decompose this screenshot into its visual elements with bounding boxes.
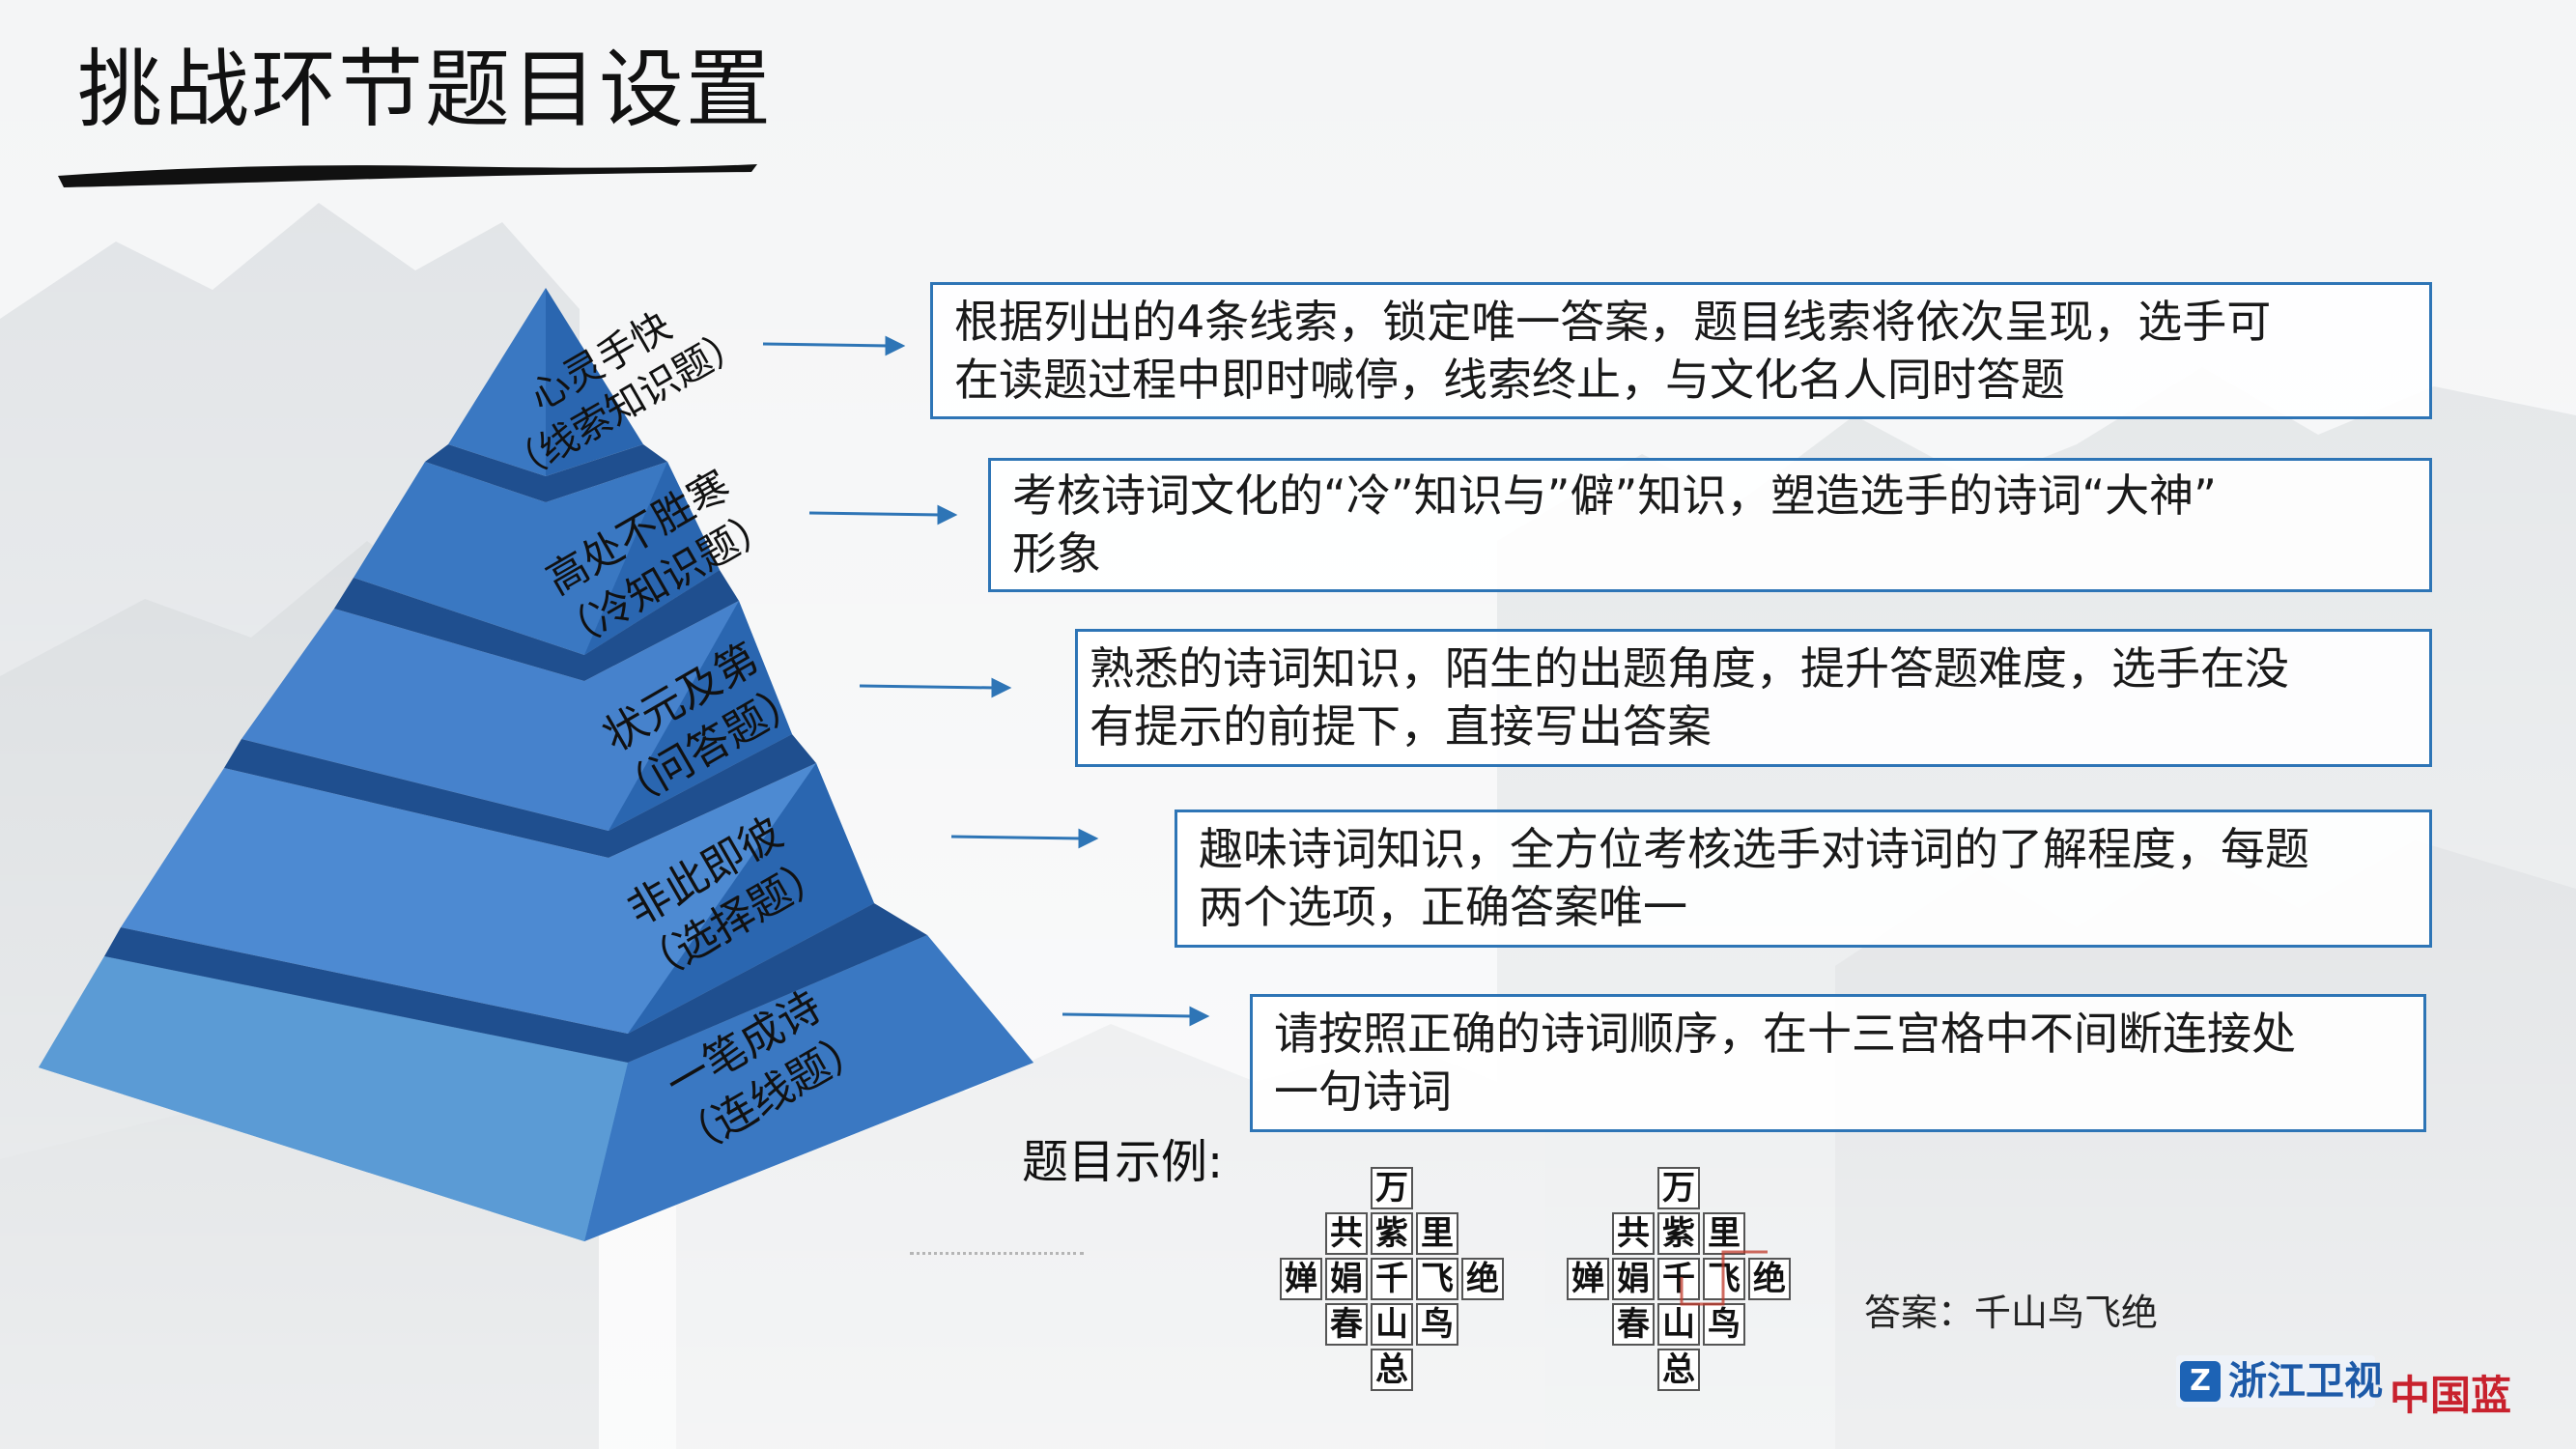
zhejiang-tv-mark-icon: Z — [2180, 1361, 2221, 1402]
grid-cell: 千 — [1657, 1258, 1700, 1300]
description-1-line-2: 在读题过程中即时喊停，线索终止，与文化名人同时答题 — [954, 354, 2065, 406]
solution-path — [1680, 1250, 1768, 1306]
example-label: 题目示例: — [1022, 1135, 1224, 1189]
grid-cell: 娟 — [1612, 1258, 1655, 1300]
description-3-line-1: 熟悉的诗词知识，陌生的出题角度，提升答题难度，选手在没 — [1090, 642, 2289, 695]
grid-cell: 绝 — [1461, 1258, 1504, 1300]
grid-cell: 娟 — [1325, 1258, 1368, 1300]
tier-5-right — [584, 935, 1033, 1241]
grid-cell: 山 — [1657, 1303, 1700, 1346]
description-box-4: 趣味诗词知识，全方位考核选手对诗词的了解程度，每题 两个选项，正确答案唯一 — [1175, 810, 2432, 948]
grid-cell: 鸟 — [1416, 1303, 1458, 1346]
description-1-line-1: 根据列出的4条线索，锁定唯一答案，题目线索将依次呈现，选手可 — [954, 296, 2272, 348]
grid-cell: 飞 — [1416, 1258, 1458, 1300]
zhejiang-tv-text: 浙江卫视 — [2228, 1359, 2383, 1404]
grid-cell: 共 — [1325, 1212, 1368, 1255]
arrow-3 — [859, 684, 996, 690]
tier-3-right — [609, 601, 792, 831]
page-title: 挑战环节题目设置 — [77, 40, 774, 139]
grid-cell: 春 — [1612, 1303, 1655, 1346]
zhejiang-tv-logo: Z 浙江卫视 — [2176, 1355, 2383, 1407]
grid-cell: 万 — [1657, 1167, 1700, 1209]
grid-cell: 千 — [1371, 1258, 1413, 1300]
grid-cell: 紫 — [1371, 1212, 1413, 1255]
description-box-1: 根据列出的4条线索，锁定唯一答案，题目线索将依次呈现，选手可 在读题过程中即时喊… — [930, 282, 2432, 419]
grid-cell: 总 — [1657, 1349, 1700, 1391]
grid-cell: 共 — [1612, 1212, 1655, 1255]
description-2-line-1: 考核诗词文化的“冷”知识与”僻”知识，塑造选手的诗词“大神” — [1012, 469, 2217, 522]
china-blue-logo: 中国蓝 — [2390, 1372, 2512, 1419]
grid-cell: 山 — [1371, 1303, 1413, 1346]
description-box-3: 熟悉的诗词知识，陌生的出题角度，提升答题难度，选手在没 有提示的前提下，直接写出… — [1075, 629, 2432, 767]
grid-cell: 婵 — [1280, 1258, 1322, 1300]
description-box-5: 请按照正确的诗词顺序，在十三宫格中不间断连接处 一句诗词 — [1250, 994, 2426, 1132]
description-4-line-2: 两个选项，正确答案唯一 — [1199, 881, 1687, 933]
description-2-line-2: 形象 — [1012, 527, 1101, 580]
arrow-2 — [808, 511, 943, 517]
description-5-line-2: 一句诗词 — [1274, 1065, 1452, 1118]
tier-1-right — [546, 288, 643, 476]
grid-cell: 春 — [1325, 1303, 1368, 1346]
tier-4-right — [628, 763, 874, 1034]
arrow-5 — [1062, 1012, 1194, 1018]
dotted-line — [910, 1252, 1084, 1255]
grid-cell: 绝 — [1748, 1258, 1791, 1300]
description-box-2: 考核诗词文化的“冷”知识与”僻”知识，塑造选手的诗词“大神” 形象 — [988, 458, 2432, 592]
arrow-4 — [950, 835, 1083, 840]
brush-stroke-divider — [58, 164, 757, 187]
grid-cell: 紫 — [1657, 1212, 1700, 1255]
grid-cell: 里 — [1416, 1212, 1458, 1255]
description-5-line-1: 请按照正确的诗词顺序，在十三宫格中不间断连接处 — [1274, 1008, 2296, 1060]
pyramid-diagram — [39, 288, 1033, 1241]
grid-cell: 婵 — [1567, 1258, 1609, 1300]
grid-cell: 万 — [1371, 1167, 1413, 1209]
answer-text: 答案：千山鸟飞绝 — [1864, 1292, 2159, 1334]
grid-cell: 总 — [1371, 1349, 1413, 1391]
arrow-1 — [762, 342, 890, 348]
example-grid-question: 万共紫里婵娟千飞绝春山鸟总 — [1280, 1167, 1507, 1399]
description-3-line-2: 有提示的前提下，直接写出答案 — [1090, 700, 1712, 753]
tier-2-right — [584, 462, 720, 655]
tier-1-left — [448, 288, 546, 476]
description-4-line-1: 趣味诗词知识，全方位考核选手对诗词的了解程度，每题 — [1199, 823, 2309, 875]
